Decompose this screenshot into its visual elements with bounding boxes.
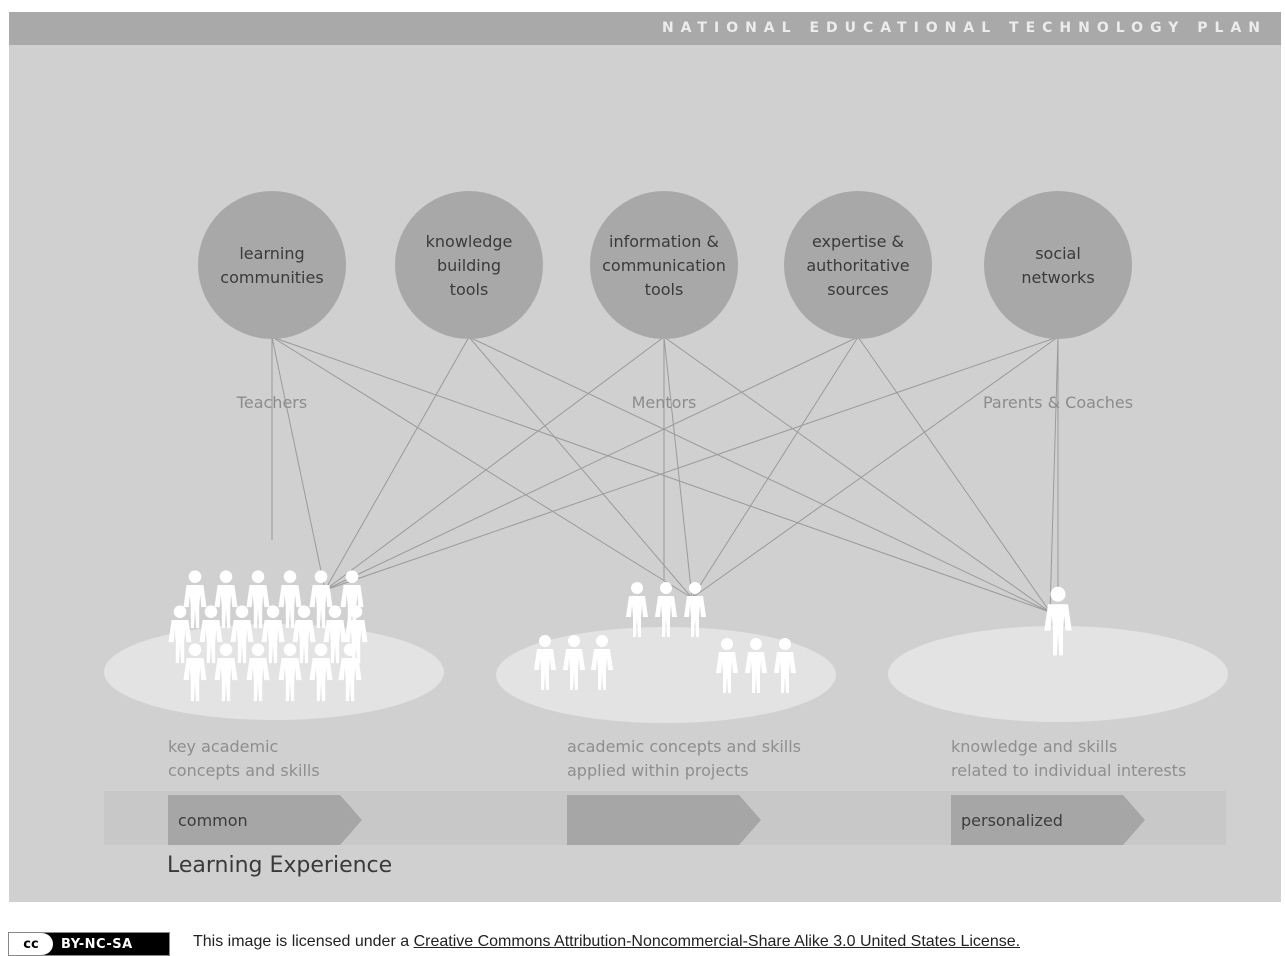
resource-label: authoritative [806, 256, 909, 275]
experience-description: concepts and skills [168, 761, 320, 780]
person-icon [591, 635, 613, 690]
progression-arrow [567, 795, 761, 845]
person-icon [340, 570, 364, 629]
connector-line [324, 336, 665, 591]
arrow-label: personalized [961, 811, 1063, 830]
experience-description: academic concepts and skills [567, 737, 801, 756]
header-bar [9, 12, 1281, 45]
resource-circle [395, 191, 543, 339]
cc-icon: cc [9, 933, 53, 955]
person-icon [168, 605, 192, 664]
diagram-panel [9, 12, 1281, 902]
experience-description: key academic [168, 737, 278, 756]
experience-description: related to individual interests [951, 761, 1186, 780]
resource-label: communities [220, 268, 323, 287]
resource-label: sources [827, 280, 888, 299]
person-icon [716, 638, 738, 693]
resource-circle [784, 191, 932, 339]
resource-label: social [1035, 244, 1081, 263]
person-icon [1044, 586, 1072, 656]
person-icon [745, 638, 767, 693]
role-label: Mentors [632, 393, 697, 412]
person-icon [183, 570, 207, 629]
person-icon [309, 570, 333, 629]
resource-label: networks [1021, 268, 1094, 287]
cc-license-badge[interactable]: cc BY-NC-SA [8, 932, 170, 956]
person-icon [261, 605, 285, 664]
connector-line [663, 336, 693, 599]
connector-line [663, 336, 1051, 613]
connector-line [324, 336, 1059, 591]
connector-line [271, 336, 693, 599]
resource-label: tools [645, 280, 684, 299]
experience-description: applied within projects [567, 761, 749, 780]
connector-lines [271, 336, 1059, 613]
resource-label: building [437, 256, 501, 275]
connector-line [468, 336, 693, 599]
connector-line [691, 336, 859, 599]
resource-circles: learning communities knowledge building tool… [198, 191, 1132, 339]
connector-line [857, 336, 1051, 613]
resource-label: learning [239, 244, 304, 263]
connector-line [691, 336, 1059, 599]
resource-label: expertise & [812, 232, 904, 251]
person-icon [563, 635, 585, 690]
resource-label: information & [609, 232, 719, 251]
resource-circle [198, 191, 346, 339]
connector-line [324, 336, 470, 591]
person-icon [626, 582, 648, 637]
resource-circle [984, 191, 1132, 339]
role-label: Teachers [236, 393, 307, 412]
progression-arrow [168, 795, 362, 845]
experience-description: knowledge and skills [951, 737, 1117, 756]
license-prefix: This image is licensed under a [193, 933, 414, 950]
person-icon [214, 643, 238, 702]
connector-line [271, 336, 326, 591]
progression-arrow [951, 795, 1145, 845]
connector-line [468, 336, 1051, 613]
person-icon [534, 635, 556, 690]
people-figures [168, 570, 1072, 702]
role-label: Parents & Coaches [983, 393, 1133, 412]
license-text: This image is licensed under a Creative … [193, 933, 1020, 951]
resource-label: knowledge [426, 232, 513, 251]
person-icon [246, 570, 270, 629]
person-icon [278, 570, 302, 629]
person-icon [230, 605, 254, 664]
platform-ellipse [888, 626, 1228, 722]
role-labels: Teachers Mentors Parents & Coaches [236, 393, 1133, 412]
learning-experience-axis: key academic concepts and skills common aca… [104, 737, 1226, 878]
person-icon [344, 605, 368, 664]
axis-label: Learning Experience [167, 853, 392, 878]
person-icon [774, 638, 796, 693]
person-icon [246, 643, 270, 702]
person-icon [183, 643, 207, 702]
person-icon [278, 643, 302, 702]
person-icon [309, 643, 333, 702]
connector-line [324, 336, 859, 591]
person-icon [292, 605, 316, 664]
person-icon [199, 605, 223, 664]
resource-label: tools [450, 280, 489, 299]
arrow-label: common [178, 811, 248, 830]
resource-circle [590, 191, 738, 339]
person-icon [338, 643, 362, 702]
person-icon [323, 605, 347, 664]
resource-label: communication [602, 256, 726, 275]
person-icon [684, 582, 706, 637]
connector-line [1049, 336, 1059, 613]
person-icon [655, 582, 677, 637]
license-link[interactable]: Creative Commons Attribution-Noncommerci… [413, 933, 1021, 950]
badge-text: BY-NC-SA [61, 936, 133, 952]
person-icon [214, 570, 238, 629]
header-title: NATIONAL EDUCATIONAL TECHNOLOGY PLAN [661, 20, 1267, 36]
